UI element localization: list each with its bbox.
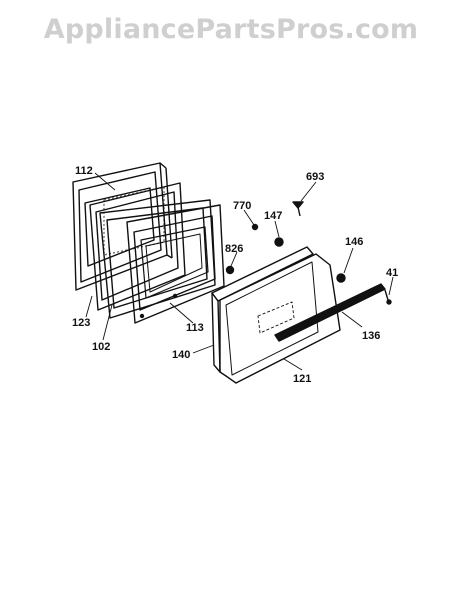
watermark-text: AppliancePartsPros.com: [43, 14, 419, 45]
callout-112: 112: [75, 165, 93, 177]
inner-glass-frame: [99, 199, 216, 319]
insulation-pack: [89, 182, 186, 311]
callout-41: 41: [386, 267, 398, 279]
outer-door-panel: [219, 253, 341, 384]
inner-door-liner: [72, 162, 173, 291]
callout-693: 693: [306, 171, 324, 183]
callout-123: 123: [72, 317, 90, 329]
leader-lines: [85, 172, 394, 371]
callout-102: 102: [92, 341, 110, 353]
callout-146: 146: [345, 236, 363, 248]
door-handle: [274, 283, 386, 342]
callout-136: 136: [362, 330, 380, 342]
callout-147: 147: [264, 210, 282, 222]
callout-826: 826: [225, 243, 243, 255]
callout-121: 121: [293, 373, 311, 385]
outer-frame-side: [211, 246, 314, 373]
callout-113: 113: [186, 322, 204, 334]
door-frame: [126, 204, 225, 324]
callout-770: 770: [233, 200, 251, 212]
hardware: [225, 201, 392, 305]
callout-140: 140: [172, 349, 190, 361]
